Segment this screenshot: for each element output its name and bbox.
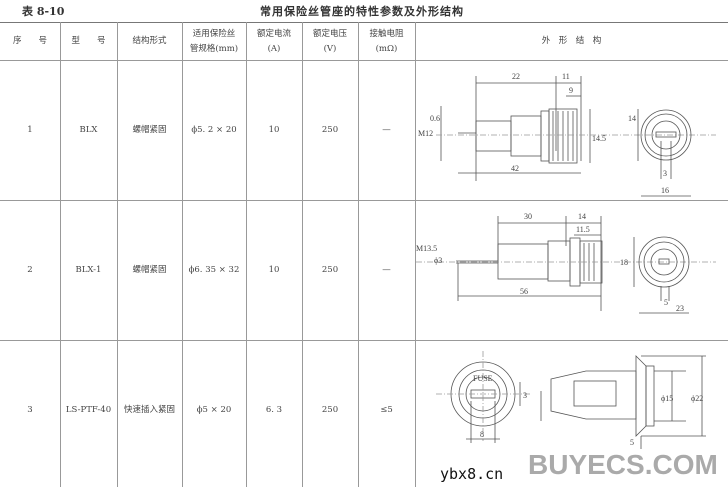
cell-no: 2	[27, 264, 33, 275]
cell-model: BLX	[79, 124, 98, 135]
cell-spec: ϕ5. 2 × 20	[191, 124, 237, 135]
dim-label: 8	[480, 430, 484, 439]
dim-label: 14	[628, 114, 636, 123]
dim-label: ϕ15	[661, 394, 673, 403]
dim-label: 11.5	[576, 225, 590, 234]
cell-no: 1	[27, 124, 33, 135]
dim-label: 23	[676, 304, 684, 313]
fuse-holder-drawing-blx-1: 30 14 11.5 M13.5 ϕ3 56 18 5 23	[416, 212, 716, 314]
cell-voltage: 250	[321, 124, 339, 135]
col-divider	[302, 22, 303, 487]
rule-top	[0, 22, 728, 23]
cell-model: LS-PTF-40	[65, 404, 112, 415]
header-shape: 外 形 结 构	[541, 36, 602, 46]
col-divider	[60, 22, 61, 487]
cell-resistance: —	[382, 124, 391, 135]
cell-current: 10	[268, 264, 280, 275]
dim-label: ϕ22	[691, 394, 703, 403]
col-divider	[246, 22, 247, 487]
rule-row1	[0, 200, 728, 201]
cell-resistance: —	[382, 264, 391, 275]
dim-label: 14	[578, 212, 586, 221]
watermark-buyecs: BUYECS.COM	[528, 449, 718, 480]
dim-label: 3	[663, 169, 667, 178]
dim-label: 14.5	[592, 134, 606, 143]
cell-no: 3	[27, 404, 33, 415]
cell-model: BLX-1	[75, 264, 102, 275]
dim-label: FUSE	[473, 374, 493, 383]
header-structure: 结构形式	[132, 36, 167, 46]
dim-label: 42	[511, 164, 519, 173]
dim-label: 22	[512, 72, 520, 81]
table-title: 常用保险丝管座的特性参数及外形结构	[260, 5, 464, 18]
dim-label: 30	[524, 212, 532, 221]
header-model: 型 号	[71, 36, 106, 46]
dim-label: 56	[520, 287, 528, 296]
dim-label: 0.6	[430, 114, 440, 123]
dim-label: M13.5	[416, 244, 437, 253]
cell-voltage: 250	[321, 404, 339, 415]
header-spec: 适用保险丝 管规格(mm)	[189, 28, 239, 54]
cell-spec: ϕ5 × 20	[196, 404, 232, 415]
watermark-ybx8: ybx8.cn	[440, 465, 504, 483]
table-label: 表 8-10	[22, 5, 65, 18]
rule-row2	[0, 340, 728, 341]
fuse-holder-drawing-ls-ptf-40: FUSE 8 3 ϕ15 ϕ22 5	[436, 351, 706, 449]
cell-structure: 螺帽紧固	[132, 264, 167, 275]
rule-header	[0, 60, 728, 61]
dim-label: 3	[523, 391, 527, 400]
dim-label: 11	[562, 72, 570, 81]
fuse-holder-drawing-blx: 22 11 9 M12 0.6 14.5 42 14 3 16	[418, 72, 716, 197]
header-current: 额定电流 (A)	[256, 28, 291, 54]
header-voltage: 额定电压 (V)	[312, 28, 347, 54]
cell-structure: 螺帽紧固	[132, 124, 167, 135]
cell-current: 10	[268, 124, 280, 135]
cell-spec: ϕ6. 35 × 32	[188, 264, 240, 275]
dim-label: M12	[418, 129, 433, 138]
dim-label: 5	[630, 438, 634, 447]
header-resistance: 接触电阻 (mΩ)	[369, 28, 404, 54]
dim-label: 9	[569, 86, 573, 95]
col-divider	[358, 22, 359, 487]
dim-label: 16	[661, 186, 669, 195]
dim-label: ϕ3	[434, 256, 442, 265]
cell-current: 6. 3	[265, 404, 283, 415]
col-divider	[117, 22, 118, 487]
cell-voltage: 250	[321, 264, 339, 275]
col-divider	[182, 22, 183, 487]
cell-resistance: ≤5	[380, 404, 393, 415]
dim-label: 18	[620, 258, 628, 267]
col-divider	[415, 22, 416, 487]
cell-structure: 快速插入紧固	[123, 404, 175, 415]
header-no: 序 号	[12, 36, 47, 46]
dim-label: 5	[664, 298, 668, 307]
